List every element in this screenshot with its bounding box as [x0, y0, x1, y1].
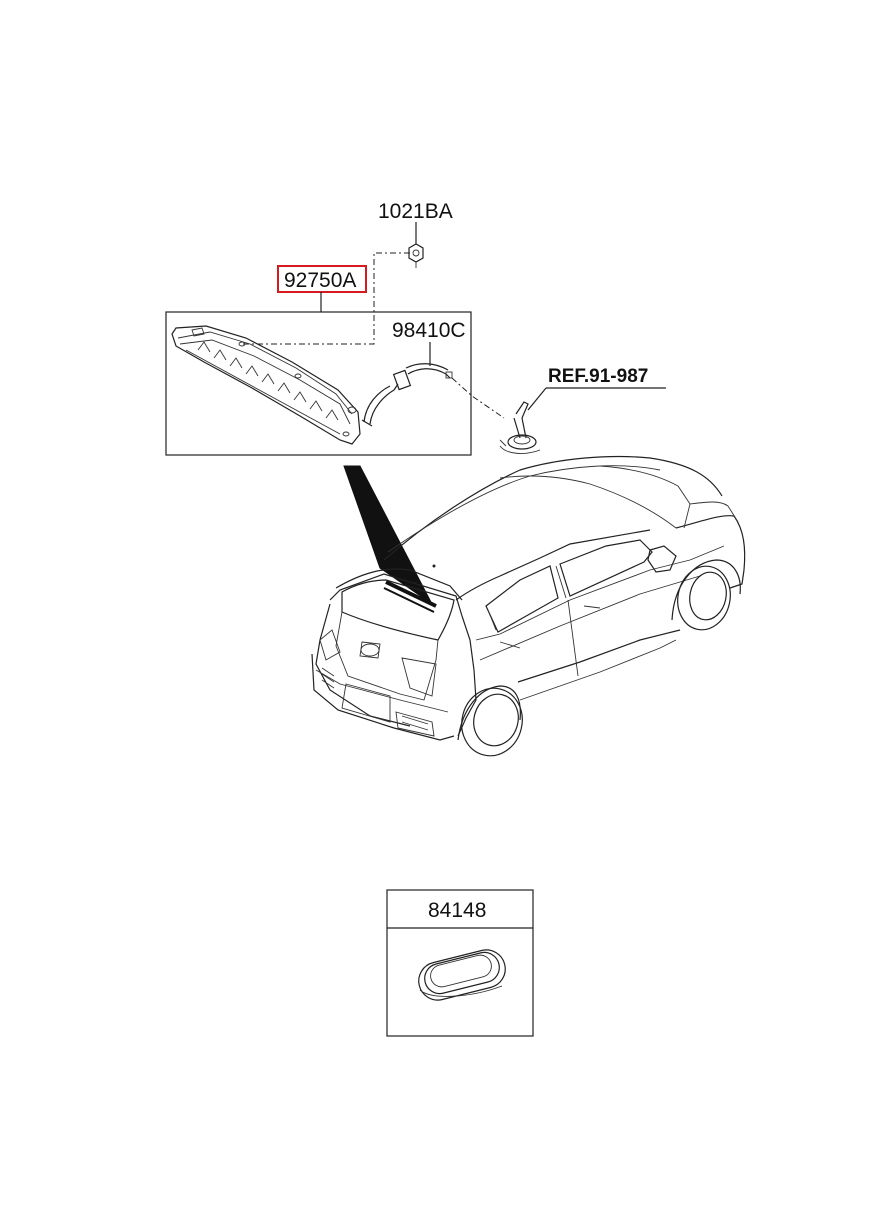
car-outline-icon: [311, 455, 746, 757]
bolt-group[interactable]: 1021BA: [378, 200, 453, 268]
assembly-frame: [165, 311, 472, 456]
lamp-location-mark: [385, 580, 437, 608]
washer-hose-group[interactable]: 98410C: [361, 319, 466, 427]
hose-label[interactable]: 98410C: [392, 319, 466, 342]
reference-label[interactable]: REF.91-987: [548, 366, 648, 387]
reference-group[interactable]: REF.91-987: [499, 366, 666, 454]
bolt-icon: [408, 243, 424, 268]
bolt-label[interactable]: 1021BA: [378, 200, 453, 223]
lamp-label[interactable]: 92750A: [284, 269, 356, 292]
nozzle-grommet-icon: [499, 401, 541, 454]
plug-label[interactable]: 84148: [428, 899, 486, 922]
bolt-to-lamp-dash-line: [240, 252, 410, 345]
plug-part-box: [386, 889, 534, 1037]
lamp-label-highlight-box[interactable]: [277, 265, 367, 293]
hose-to-nozzle-dash-line: [451, 377, 505, 419]
reference-leader-line: [527, 387, 547, 411]
washer-hose-icon: [361, 363, 453, 427]
lamp-label-group[interactable]: 92750A: [277, 265, 367, 312]
high-mount-stop-lamp-icon: [171, 325, 361, 445]
plug-part-group[interactable]: 84148: [386, 889, 534, 1037]
rubber-plug-icon: [418, 949, 506, 1001]
